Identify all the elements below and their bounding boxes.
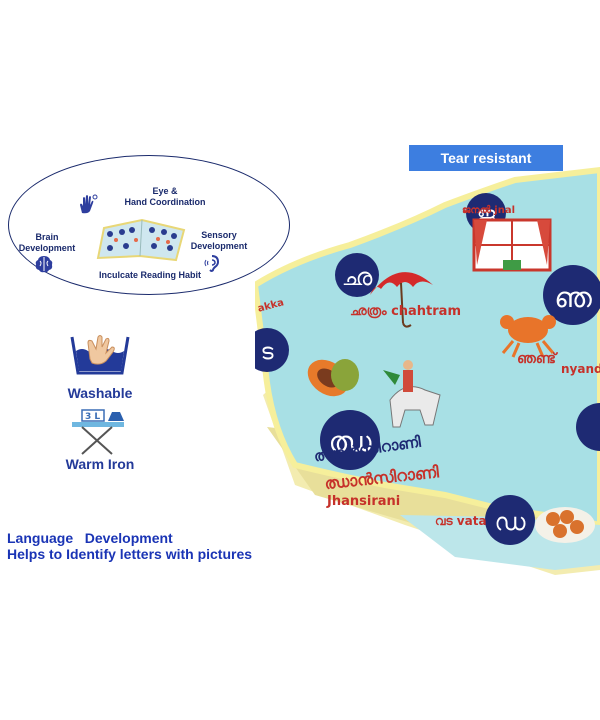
crab-picture	[500, 315, 556, 358]
sensory-label: Sensory Development	[190, 230, 248, 251]
word-jhansirani-tr: Jhansirani	[326, 494, 400, 509]
tear-resistant-badge: Tear resistant	[409, 145, 563, 171]
reading-habit-label: Inculcate Reading Habit	[98, 270, 202, 280]
letter-ta: ട	[261, 340, 274, 365]
letter-circle-chha: ഛ	[335, 253, 379, 297]
svg-text:3 L: 3 L	[85, 412, 100, 422]
letter-jha: ഝ	[328, 425, 372, 458]
letter-circle-da: ഡ	[485, 495, 535, 545]
letter-chha: ഛ	[342, 263, 373, 291]
ironing-board-icon: 3 L	[72, 409, 124, 455]
brain-label: Brain Development	[18, 232, 76, 253]
letter-da: ഡ	[495, 508, 526, 536]
language-development-text: Language Development	[7, 530, 173, 546]
letter-circle-right	[576, 403, 600, 451]
window-picture	[472, 218, 552, 272]
washable-label: Washable	[67, 385, 133, 401]
warm-iron-label: Warm Iron	[65, 456, 135, 472]
word-nyandu: ഞണ്ട്	[517, 351, 559, 367]
eye-hand-label: Eye & Hand Coordination	[124, 186, 206, 207]
umbrella-picture	[370, 272, 433, 328]
hand-icon	[80, 194, 98, 214]
brain-icon	[35, 256, 53, 273]
word-nyandu-tr: nyand	[561, 362, 600, 376]
mini-book-icon	[96, 218, 186, 262]
word-chahtram: ഛത്രം chahtram	[350, 304, 461, 319]
vada-picture	[535, 507, 595, 543]
word-jnal: ജനൽ jnal	[462, 204, 515, 216]
letter-nya: ഞ	[554, 281, 592, 314]
cloth-book-image: ജ ഛ ഞ ഝ ട ഡ	[255, 166, 600, 575]
ear-icon	[204, 255, 220, 272]
letter-circle-ta: ട	[255, 328, 289, 372]
washable-icon	[70, 335, 130, 375]
rider-picture	[383, 360, 441, 428]
benefits-ellipse	[8, 155, 290, 295]
letter-circle-jha: ഝ	[320, 410, 380, 470]
identify-letters-text: Helps to Identify letters with pictures	[7, 546, 253, 562]
word-vata: വട vata	[435, 514, 487, 528]
papaya-picture	[307, 359, 359, 397]
letter-circle-nya: ഞ	[543, 265, 600, 325]
